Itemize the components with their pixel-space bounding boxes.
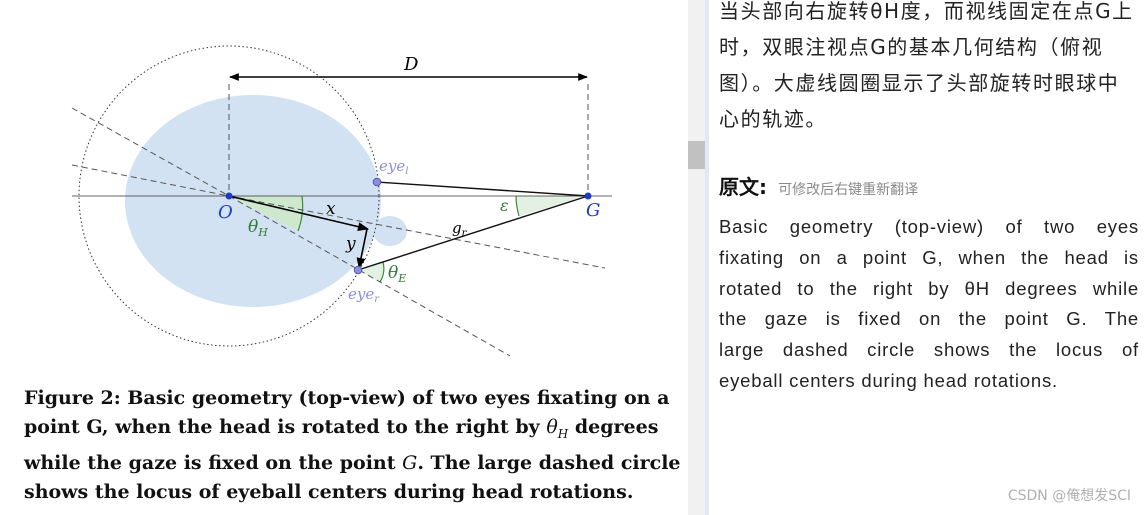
caption-line-3-text: while the gaze is fixed on the point — [24, 451, 403, 474]
original-line-6: eyeball centers during head rotations. — [719, 369, 1058, 391]
scrollbar-thumb[interactable] — [688, 141, 705, 169]
label-y: y — [345, 234, 356, 254]
dashed-line-face-right — [228, 195, 606, 269]
label-epsilon: ε — [500, 196, 509, 215]
original-line-3: rotated to the right by θH degrees while — [719, 277, 1139, 299]
gaze-line-right-gr — [357, 195, 589, 271]
label-g: G — [586, 200, 600, 221]
caption-theta-h: θH — [546, 416, 569, 441]
dashed-line-face-left — [71, 164, 230, 197]
eye-left-center — [372, 177, 382, 187]
label-x: x — [326, 199, 336, 219]
original-title: 原文: — [719, 175, 767, 199]
caption-line-2-end: degrees — [568, 416, 659, 438]
vector-x — [228, 195, 370, 232]
gaze-line-left — [376, 181, 589, 197]
vector-y — [356, 228, 368, 270]
caption-line-2: point G, when the head is rotated to the… — [24, 413, 674, 449]
label-eye-right: eyer — [348, 285, 380, 305]
original-header: 原文: 可修改后右键重新翻译 — [719, 171, 918, 200]
vertical-scrollbar[interactable] — [688, 0, 705, 515]
caption-line-1: Figure 2: Basic geometry (top-view) of t… — [24, 387, 670, 409]
geometry-figure: D O G x y gr eyel eyer θH θE ε — [71, 45, 612, 357]
point-g — [584, 192, 592, 200]
original-line-2: fixating on a point G, when the head is — [719, 246, 1139, 268]
translation-line-1: 当头部向右旋转θH度，而视线固定在点G上 — [719, 0, 1134, 23]
nose-bump — [373, 216, 407, 246]
label-theta-e: θE — [388, 263, 406, 285]
translation-panel: 当头部向右旋转θH度，而视线固定在点G上 时，双眼注视点G的基本几何结构（俯视 … — [709, 0, 1145, 515]
caption-line-3: while the gaze is fixed on the point G. … — [24, 449, 681, 478]
original-line-4: the gaze is fixed on the point G. The — [719, 308, 1139, 330]
label-o: O — [218, 202, 233, 223]
eye-right-center — [353, 265, 363, 275]
label-gr: gr — [452, 219, 468, 239]
label-eye-left: eyel — [379, 157, 408, 177]
translation-line-2: 时，双眼注视点G的基本几何结构（俯视 — [719, 35, 1104, 59]
caption-line-2-text: point G, when the head is rotated to the… — [24, 416, 547, 438]
original-line-1: Basic geometry (top-view) of two eyes — [719, 216, 1139, 237]
csdn-watermark: CSDN @俺想发SCI — [1007, 488, 1131, 504]
retranslate-hint: 可修改后右键重新翻译 — [778, 182, 919, 198]
theta-e-arc — [379, 261, 385, 283]
original-line-5: large dashed circle shows the locus of — [719, 339, 1139, 361]
epsilon-wedge — [516, 196, 588, 216]
translation-line-3: 图）。大虚线圆圈显示了头部旋转时眼球中 — [719, 71, 1120, 95]
theta-e-wedge — [358, 262, 384, 282]
caption-point-g: G — [402, 451, 418, 474]
theta-h-wedge — [229, 196, 303, 231]
caption-line-4: shows the locus of eyeball centers durin… — [24, 480, 634, 503]
caption-line-3-end: . The large dashed circle — [417, 451, 681, 474]
label-theta-h: θH — [248, 217, 268, 239]
translated-text[interactable]: 当头部向右旋转θH度，而视线固定在点G上 时，双眼注视点G的基本几何结构（俯视 … — [719, 0, 1139, 137]
original-text[interactable]: Basic geometry (top-view) of two eyes fi… — [719, 212, 1139, 397]
figure-panel: D O G x y gr eyel eyer θH θE ε Figure 2:… — [24, 45, 681, 507]
figure-caption: Figure 2: Basic geometry (top-view) of t… — [24, 384, 681, 507]
dashed-line-head-lower — [228, 195, 511, 357]
point-o — [225, 192, 233, 200]
translation-line-4: 心的轨迹。 — [719, 107, 827, 131]
label-d: D — [403, 54, 419, 75]
panel-divider[interactable] — [705, 0, 709, 515]
